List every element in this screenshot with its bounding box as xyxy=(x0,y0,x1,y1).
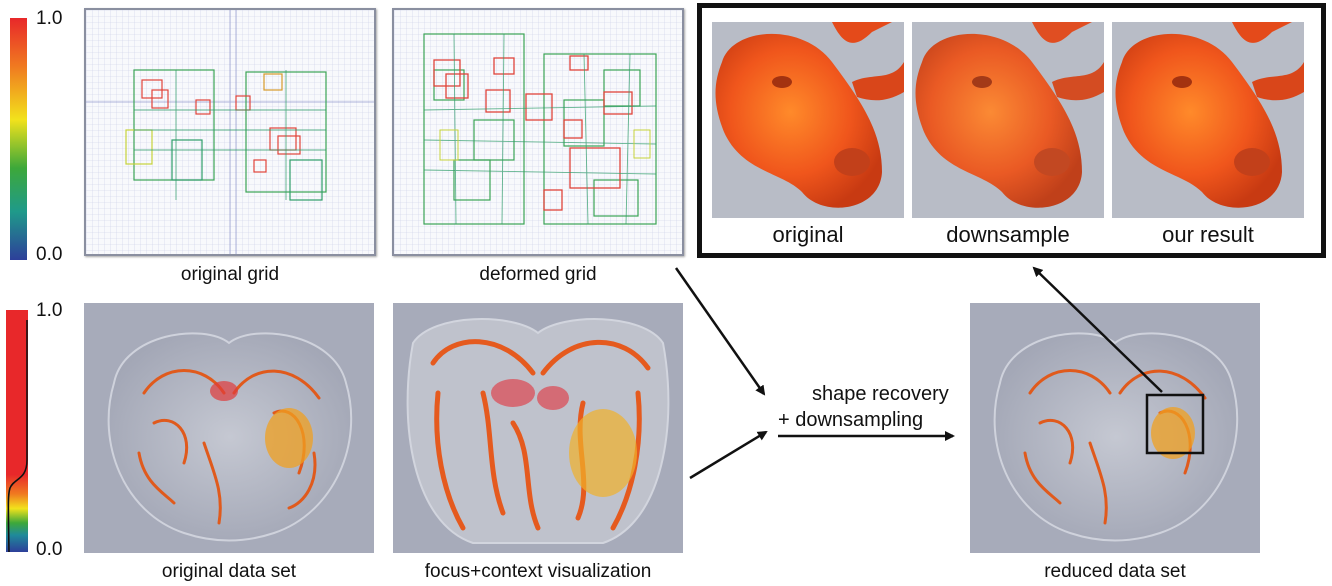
comparison-box: original downsample our result xyxy=(697,3,1326,258)
bottom-colorbar xyxy=(6,310,28,552)
top-colorbar-max-label: 1.0 xyxy=(36,8,63,29)
transfer-function-curve xyxy=(7,320,28,552)
top-colorbar-gradient xyxy=(10,18,27,260)
deformed-grid-panel xyxy=(392,8,684,256)
process-label-line2: + downsampling xyxy=(778,409,924,431)
zoom-region-box xyxy=(1145,393,1205,455)
top-colorbar xyxy=(10,18,27,260)
arrow-to-comparison xyxy=(1032,266,1163,393)
reduced-data-set-image xyxy=(970,303,1260,553)
original-grid-caption: original grid xyxy=(180,264,280,285)
deformed-grid-caption: deformed grid xyxy=(479,264,597,285)
original-data-set-image xyxy=(84,303,374,553)
comparison-our-result-caption: our result xyxy=(1162,222,1254,247)
comparison-downsample-image xyxy=(912,22,1104,218)
focus-context-caption: focus+context visualization xyxy=(424,561,652,582)
process-label-line1: shape recovery xyxy=(812,383,949,405)
reduced-data-set-caption: reduced data set xyxy=(1044,561,1186,582)
original-grid-panel xyxy=(84,8,376,256)
bottom-colorbar-max-label: 1.0 xyxy=(36,300,63,321)
comparison-our-result-image xyxy=(1112,22,1304,218)
bottom-colorbar-gradient xyxy=(6,310,28,552)
original-grid-image xyxy=(86,10,374,254)
comparison-original-caption: original xyxy=(772,222,844,247)
original-data-set-caption: original data set xyxy=(161,561,297,582)
deformed-grid-image xyxy=(394,10,682,254)
top-colorbar-min-label: 0.0 xyxy=(36,244,63,265)
focus-context-image xyxy=(393,303,683,553)
comparison-original-image xyxy=(712,22,904,218)
arrow-from-deformed-grid xyxy=(674,267,766,396)
bottom-colorbar-min-label: 0.0 xyxy=(36,539,63,560)
comparison-downsample-caption: downsample xyxy=(946,222,1070,247)
arrow-from-focus-context xyxy=(689,430,768,480)
